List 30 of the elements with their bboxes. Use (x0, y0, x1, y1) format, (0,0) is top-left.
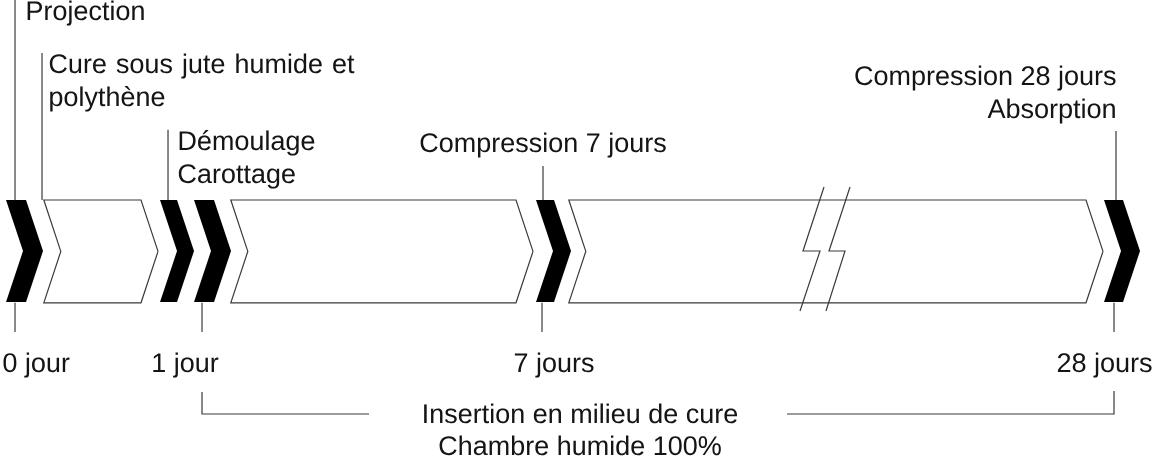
leader-line (542, 165, 544, 201)
time-label: 28 jours (1057, 352, 1152, 378)
event-label: Carottage (178, 164, 295, 189)
event-label: Absorption (987, 98, 1115, 124)
leader-line (41, 52, 43, 201)
event-label: Projection (27, 0, 144, 26)
arrow-band (229, 199, 534, 304)
leader-line (541, 302, 543, 333)
leader-line (201, 302, 203, 333)
time-label: 1 jour (153, 352, 219, 378)
leader-line (1115, 130, 1117, 201)
range-label: Insertion en milieu de cure (424, 403, 738, 424)
time-label: 7 jours (514, 352, 594, 378)
event-label: Cure sous jute humide et polythène (49, 53, 355, 112)
chevron (1104, 200, 1140, 302)
leader-line (14, 302, 16, 333)
chevron (194, 200, 231, 302)
chevron (6, 200, 43, 302)
leader-line (167, 129, 169, 201)
chevron (160, 200, 194, 302)
leader-line (14, 0, 16, 201)
range-label: Chambre humide 100% (439, 435, 721, 456)
event-label: Démoulage (179, 130, 315, 156)
arrow-band (567, 199, 1104, 304)
chevron (536, 200, 571, 302)
event-label: Compression 7 jours (420, 132, 666, 158)
leader-line (1113, 302, 1115, 333)
time-label: 0 jour (3, 352, 70, 378)
arrow-band (43, 199, 159, 304)
event-label: Compression 28 jours (855, 65, 1116, 91)
